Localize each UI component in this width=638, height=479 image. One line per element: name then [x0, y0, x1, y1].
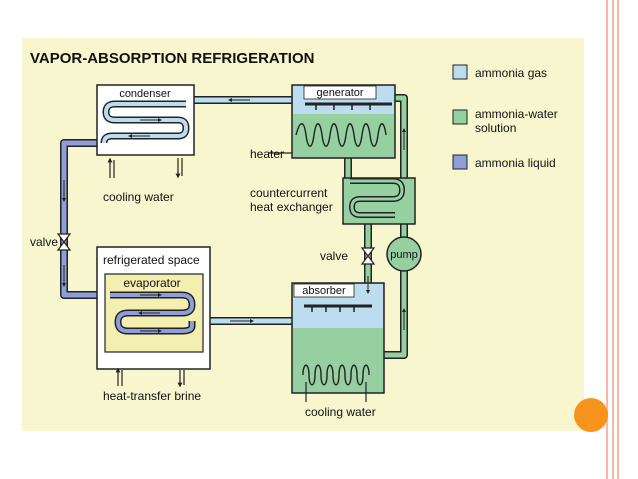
valve-left-label: valve [30, 235, 58, 249]
pump-label: pump [390, 249, 418, 261]
cooling-water-pipes-top [107, 157, 183, 179]
legend-swatch-ammonia-gas [452, 64, 468, 80]
generator-label: generator [316, 87, 363, 99]
valve-right-label: valve [320, 249, 348, 263]
valve-right [360, 247, 376, 265]
generator-unit: generator [291, 84, 396, 159]
slide-border-line-3 [617, 0, 619, 479]
legend-label-ammonia-water-line2: solution [475, 121, 516, 135]
absorber-cooling-coil [302, 364, 370, 386]
countercurrent-label-line2: heat exchanger [250, 200, 333, 214]
countercurrent-heat-exchanger [342, 177, 416, 225]
valve-left [56, 233, 72, 251]
cooling-water-bottom-label: cooling water [305, 405, 376, 419]
slide-border-line-2 [612, 0, 614, 479]
slide-border-line-1 [606, 0, 608, 479]
refrigerated-space-label: refrigerated space [103, 253, 200, 267]
legend-swatch-ammonia-liquid [452, 154, 468, 170]
legend: ammonia gas ammonia-water solution ammon… [452, 64, 558, 170]
absorber-unit: absorber [291, 282, 385, 394]
legend-label-ammonia-gas: ammonia gas [475, 66, 547, 80]
brine-pipes [115, 367, 185, 388]
absorber-label: absorber [302, 285, 346, 297]
diagram-title: VAPOR-ABSORPTION REFRIGERATION [30, 50, 314, 67]
flow-arrows [62, 98, 406, 330]
legend-label-ammonia-liquid: ammonia liquid [475, 156, 556, 170]
slide-accent-dot [574, 398, 608, 432]
pump: pump [386, 236, 422, 272]
heat-transfer-brine-label: heat-transfer brine [103, 389, 201, 403]
refrigerated-space: refrigerated space evaporator [96, 246, 211, 370]
heater-label: heater [250, 147, 284, 161]
evaporator-label: evaporator [123, 276, 180, 290]
heater-coil [295, 123, 387, 147]
legend-label-ammonia-water-line1: ammonia-water [475, 107, 558, 121]
condenser-unit: condenser [96, 84, 195, 156]
cooling-water-top-label: cooling water [103, 190, 174, 204]
condenser-label: condenser [119, 88, 171, 100]
legend-swatch-ammonia-water [452, 109, 468, 125]
countercurrent-label-line1: countercurrent [250, 186, 328, 200]
